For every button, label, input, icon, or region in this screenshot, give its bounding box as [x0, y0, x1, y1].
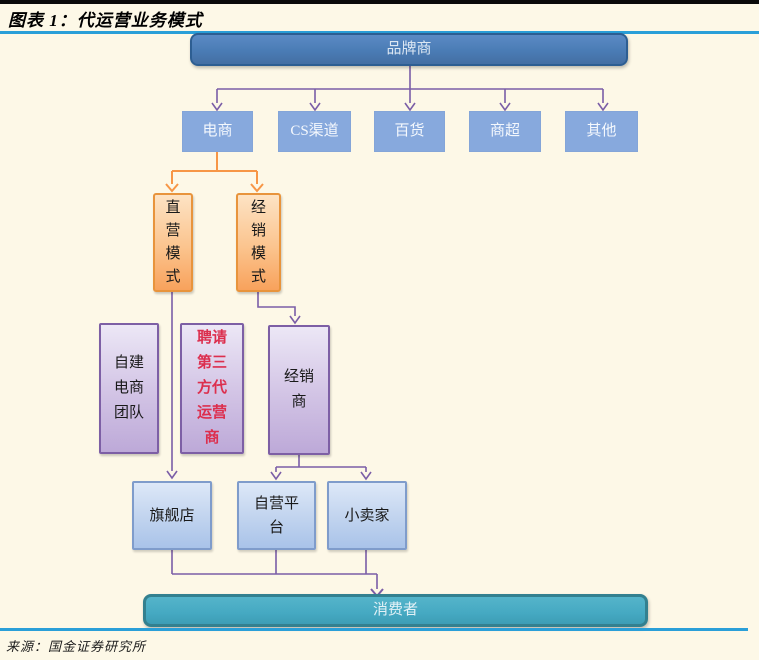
arrow-to-direct-mode — [165, 171, 179, 193]
node-label: CS渠道 — [290, 123, 339, 139]
node-label: 自建电商团队 — [113, 355, 144, 421]
arrow-to-own-platform — [270, 467, 282, 481]
node-channel-ecommerce: 电商 — [182, 111, 253, 152]
node-direct-mode: 直营模式 — [153, 193, 193, 292]
node-label: 消费者 — [372, 602, 418, 618]
arrow-to-small-sellers — [360, 467, 372, 481]
node-consumer: 消费者 — [143, 594, 648, 627]
node-distributor: 经销商 — [268, 325, 330, 455]
node-label: 自营平台 — [253, 495, 299, 536]
arrow-mode-to-distributor — [257, 292, 301, 325]
brand-to-channels-connectors — [211, 66, 609, 112]
stores-merge-line — [171, 550, 378, 589]
bottom-divider-line — [0, 628, 748, 631]
node-label: 百货 — [394, 123, 425, 139]
node-channel-department-store: 百货 — [374, 111, 445, 152]
source-attribution: 来源：国金证券研究所 — [6, 639, 147, 654]
node-channel-other: 其他 — [565, 111, 638, 152]
node-label: 电商 — [202, 123, 233, 139]
arrow-to-cs-channel — [309, 89, 321, 112]
arrow-to-ecommerce — [211, 89, 223, 112]
connector-line — [172, 152, 257, 172]
arrow-to-distribution-mode — [250, 171, 264, 193]
node-label: 商超 — [489, 123, 520, 139]
arrow-to-supermarket — [499, 89, 511, 112]
node-label: 经销商 — [283, 369, 314, 410]
node-label: 聘请第三方代运营商 — [196, 330, 227, 446]
node-flagship-store: 旗舰店 — [132, 481, 212, 550]
node-channel-supermarket: 商超 — [469, 111, 541, 152]
ecommerce-to-modes-connectors — [165, 152, 264, 193]
connector-line — [217, 66, 603, 90]
arrow-to-department-store — [404, 89, 416, 112]
node-label: 直营模式 — [165, 199, 181, 285]
node-channel-cs: CS渠道 — [278, 111, 351, 152]
arrow-direct-to-flagship — [166, 292, 178, 480]
top-black-bar — [0, 0, 759, 4]
figure-title: 图表 1：代运营业务模式 — [8, 11, 203, 30]
arrow-to-other — [597, 89, 609, 112]
node-own-ecommerce-team: 自建电商团队 — [99, 323, 159, 454]
node-third-party-agency: 聘请第三方代运营商 — [180, 323, 244, 454]
node-label: 经销模式 — [250, 199, 266, 285]
node-own-platform: 自营平台 — [237, 481, 316, 550]
node-distribution-mode: 经销模式 — [236, 193, 281, 292]
node-label: 其他 — [586, 123, 617, 139]
node-label: 旗舰店 — [149, 507, 195, 524]
node-brand-owner: 品牌商 — [190, 33, 628, 66]
node-label: 品牌商 — [386, 41, 432, 57]
node-small-sellers: 小卖家 — [327, 481, 407, 550]
distributor-split-line — [276, 455, 366, 468]
node-label: 小卖家 — [344, 507, 390, 524]
title-divider-line — [0, 31, 759, 34]
